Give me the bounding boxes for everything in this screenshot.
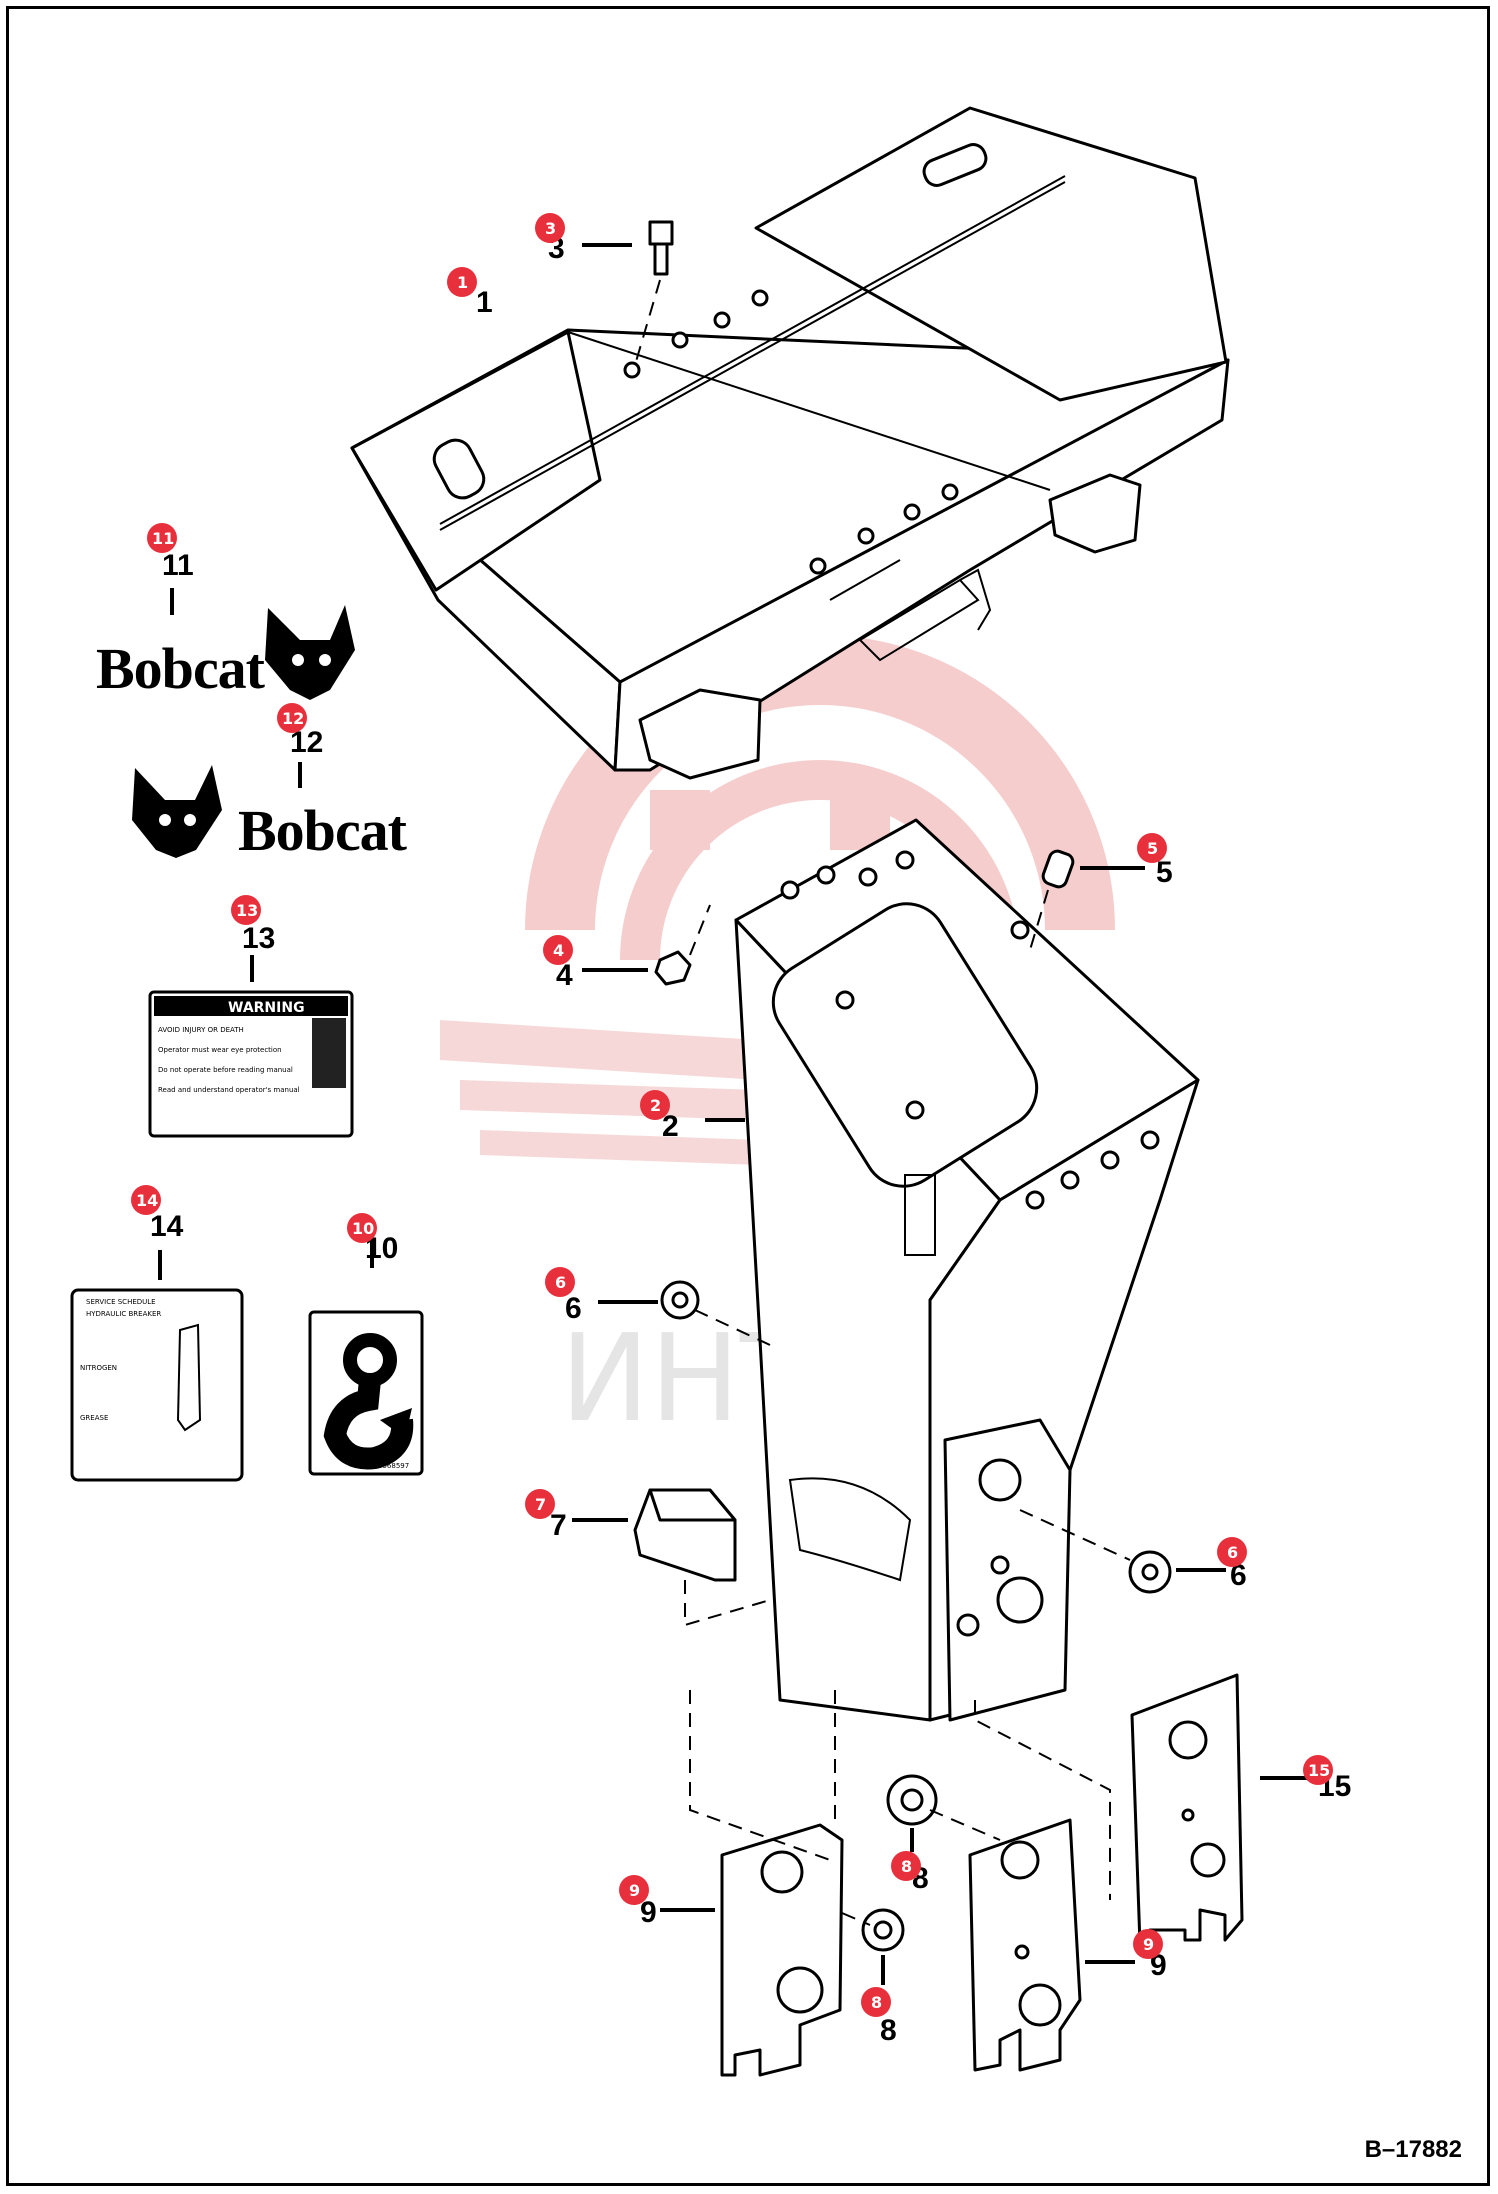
svg-text:Operator must wear eye protect: Operator must wear eye protection — [158, 1046, 282, 1054]
part-13-warning-decal: WARNING AVOID INJURY OR DEATH Operator m… — [148, 955, 354, 1138]
svg-text:11: 11 — [152, 529, 174, 548]
part-10-hook-decal: 6568597 — [308, 1240, 424, 1476]
svg-text:4: 4 — [553, 941, 564, 960]
callout-13[interactable]: 13 — [231, 895, 261, 925]
callout-6-right[interactable]: 6 — [1217, 1537, 1247, 1567]
service-title-1: SERVICE SCHEDULE — [86, 1298, 156, 1306]
hook-icon — [323, 1333, 414, 1470]
svg-text:6: 6 — [555, 1273, 566, 1292]
part-14-service-decal: SERVICE SCHEDULE HYDRAULIC BREAKER NITRO… — [70, 1250, 244, 1482]
part-4-nut — [582, 904, 711, 986]
service-title-2: HYDRAULIC BREAKER — [86, 1310, 161, 1318]
svg-text:AVOID INJURY OR DEATH: AVOID INJURY OR DEATH — [158, 1026, 244, 1034]
svg-text:12: 12 — [282, 709, 304, 728]
svg-text:9: 9 — [640, 1896, 657, 1929]
callout-8-lower[interactable]: 8 — [861, 1987, 891, 2017]
callout-15[interactable]: 15 — [1303, 1755, 1333, 1785]
part-8-bushing-upper — [886, 1774, 1001, 1852]
part-2-bracket — [705, 818, 1200, 1722]
part-8-bushing-lower — [799, 1894, 905, 1985]
svg-text:9: 9 — [1143, 1935, 1154, 1954]
bobcat-logo-icon — [265, 605, 355, 700]
svg-text:8: 8 — [880, 2014, 897, 2047]
svg-text:8: 8 — [871, 1993, 882, 2012]
callout-14[interactable]: 14 — [131, 1185, 161, 1215]
svg-text:Read and understand operator's: Read and understand operator's manual — [158, 1086, 300, 1094]
svg-text:2: 2 — [662, 1110, 679, 1143]
part-9-plate-left — [660, 1690, 844, 2077]
svg-text:15: 15 — [1308, 1761, 1330, 1780]
svg-text:2: 2 — [650, 1096, 661, 1115]
callout-2[interactable]: 2 — [640, 1090, 670, 1120]
part-11-decal: Bobcat — [96, 588, 355, 701]
bobcat-text-11: Bobcat — [96, 636, 266, 701]
svg-text:4: 4 — [556, 959, 573, 992]
callout-6-top[interactable]: 6 — [545, 1267, 575, 1297]
svg-text:11: 11 — [162, 549, 194, 582]
callout-3[interactable]: 3 — [535, 213, 565, 243]
bobcat-text-12: Bobcat — [238, 798, 408, 863]
part-7-wear-pad — [572, 1488, 771, 1627]
callout-8-upper[interactable]: 8 — [891, 1851, 921, 1881]
svg-text:GREASE: GREASE — [80, 1414, 108, 1422]
callout-11[interactable]: 11 — [147, 523, 177, 553]
part-1-cradle — [350, 106, 1230, 780]
svg-text:8: 8 — [901, 1857, 912, 1876]
svg-text:5: 5 — [1156, 856, 1173, 889]
svg-text:3: 3 — [545, 219, 556, 238]
svg-text:7: 7 — [535, 1495, 546, 1514]
part-15-plate — [1130, 1673, 1315, 1947]
callout-12[interactable]: 12 — [277, 703, 307, 733]
svg-text:13: 13 — [236, 901, 258, 920]
svg-text:1: 1 — [476, 286, 493, 319]
figure-reference: B–17882 — [1364, 2136, 1462, 2163]
page-border — [6, 6, 1490, 2186]
part-3-bolt — [582, 220, 674, 366]
part-6-washer-right — [1019, 1509, 1226, 1594]
bracket-bolt-holes — [780, 850, 1160, 1210]
svg-text:14: 14 — [136, 1191, 158, 1210]
svg-text:NITROGEN: NITROGEN — [80, 1364, 117, 1372]
part-12-decal: Bobcat — [132, 762, 409, 863]
svg-text:Do not operate before reading: Do not operate before reading manual — [158, 1066, 293, 1074]
bobcat-logo-icon — [132, 765, 222, 858]
svg-text:13: 13 — [242, 922, 275, 955]
callout-badges: 1 2 3 4 5 6 6 7 8 8 9 9 10 11 12 13 14 1… — [131, 213, 1333, 2017]
svg-text:6: 6 — [1230, 1559, 1247, 1592]
warning-title: WARNING — [228, 1000, 305, 1016]
svg-text:10: 10 — [352, 1219, 374, 1238]
svg-text:1: 1 — [457, 273, 468, 292]
svg-text:9: 9 — [629, 1881, 640, 1900]
callout-9-right[interactable]: 9 — [1133, 1929, 1163, 1959]
callout-5[interactable]: 5 — [1137, 833, 1167, 863]
svg-text:5: 5 — [1147, 839, 1158, 858]
part-5-pin — [1029, 849, 1145, 951]
svg-text:6: 6 — [565, 1292, 582, 1325]
svg-text:14: 14 — [150, 1210, 184, 1243]
svg-text:6: 6 — [1227, 1543, 1238, 1562]
part-9-plate-right — [968, 1700, 1135, 2072]
callout-9-left[interactable]: 9 — [619, 1875, 649, 1905]
callout-7[interactable]: 7 — [525, 1489, 555, 1519]
svg-text:7: 7 — [550, 1509, 567, 1542]
callout-4[interactable]: 4 — [543, 935, 573, 965]
part-6-washer-top — [598, 1280, 771, 1346]
callout-1[interactable]: 1 — [447, 267, 477, 297]
hook-code: 6568597 — [378, 1462, 409, 1470]
callout-10[interactable]: 10 — [347, 1213, 377, 1243]
